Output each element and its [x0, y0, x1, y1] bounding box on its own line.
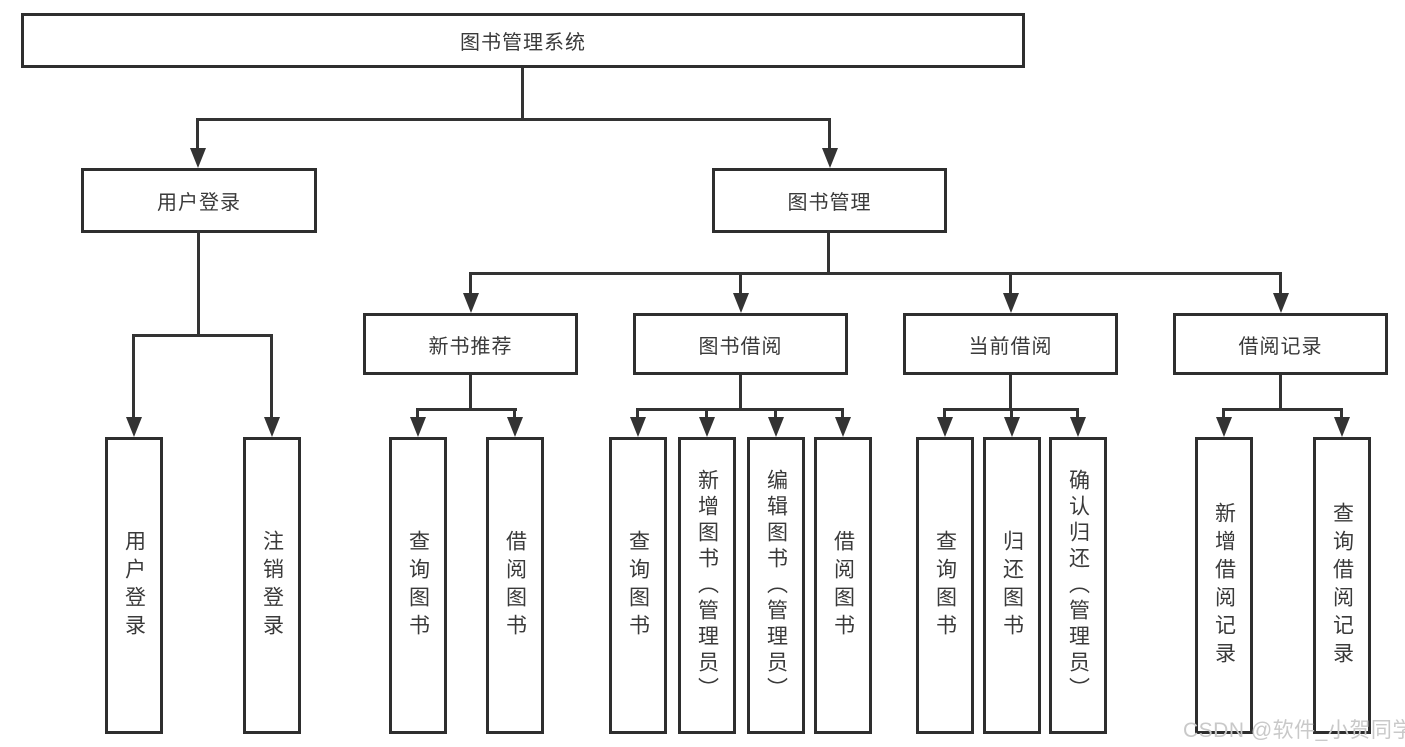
arrowhead-leaf-user-login — [126, 417, 142, 437]
node-root-label: 图书管理系统 — [460, 32, 586, 54]
connector-login-rail — [132, 334, 273, 337]
node-borrow-records: 借阅记录 — [1173, 313, 1388, 375]
arrowhead-rb2 — [1334, 417, 1350, 437]
leaf-query-borrow-record-label: 查询借阅记录 — [1330, 501, 1354, 670]
leaf-query-books-borrow: 查询图书 — [609, 437, 667, 734]
connector-newbook-rail — [416, 408, 517, 411]
node-root-system: 图书管理系统 — [21, 13, 1025, 68]
node-book-management: 图书管理 — [712, 168, 947, 233]
leaf-add-books-admin-label: 新增图书（管理员） — [695, 468, 719, 703]
arrowhead-leaf-logout — [264, 417, 280, 437]
leaf-borrow-books-recommend-label: 借阅图书 — [503, 529, 527, 642]
leaf-edit-books-admin-label: 编辑图书（管理员） — [764, 468, 788, 703]
connector-drop-leaf-logout — [270, 334, 273, 419]
leaf-logout: 注销登录 — [243, 437, 301, 734]
connector-newbook-stem — [469, 375, 472, 408]
leaf-confirm-return-admin-label: 确认归还（管理员） — [1066, 468, 1090, 703]
leaf-borrow-books: 借阅图书 — [814, 437, 872, 734]
arrowhead-cb2 — [1004, 417, 1020, 437]
connector-borrow-stem — [739, 375, 742, 408]
leaf-return-books-label: 归还图书 — [1000, 529, 1024, 642]
connector-drop-nb2 — [513, 408, 516, 419]
leaf-logout-label: 注销登录 — [260, 529, 284, 642]
leaf-query-books-recommend: 查询图书 — [389, 437, 447, 734]
arrowhead-borrow-records — [1273, 293, 1289, 313]
node-new-book-recommend: 新书推荐 — [363, 313, 578, 375]
node-book-borrow-label: 图书借阅 — [698, 335, 783, 358]
node-current-borrow: 当前借阅 — [903, 313, 1118, 375]
leaf-add-borrow-record-label: 新增借阅记录 — [1212, 501, 1236, 670]
arrowhead-nb2 — [507, 417, 523, 437]
leaf-confirm-return-admin: 确认归还（管理员） — [1049, 437, 1107, 734]
arrowhead-current-borrow — [1003, 293, 1019, 313]
node-user-login-label: 用户登录 — [157, 192, 241, 214]
connector-drop-current-borrow — [1009, 272, 1012, 295]
connector-drop-cb1 — [943, 408, 946, 419]
leaf-query-books-borrow-label: 查询图书 — [626, 529, 650, 642]
leaf-user-login: 用户登录 — [105, 437, 163, 734]
arrowhead-cb3 — [1070, 417, 1086, 437]
leaf-borrow-books-recommend: 借阅图书 — [486, 437, 544, 734]
leaf-query-books-recommend-label: 查询图书 — [406, 529, 430, 642]
connector-drop-cb2 — [1010, 408, 1013, 419]
connector-drop-leaf-user-login — [132, 334, 135, 419]
leaf-user-login-label: 用户登录 — [122, 529, 146, 642]
connector-login-stem — [197, 230, 200, 334]
leaf-query-books-current-label: 查询图书 — [933, 529, 957, 642]
node-user-login: 用户登录 — [81, 168, 317, 233]
node-current-borrow-label: 当前借阅 — [968, 335, 1053, 358]
arrowhead-bb2 — [699, 417, 715, 437]
connector-drop-cb3 — [1076, 408, 1079, 419]
leaf-query-borrow-record: 查询借阅记录 — [1313, 437, 1371, 734]
connector-root-rail — [197, 118, 831, 121]
node-borrow-records-label: 借阅记录 — [1238, 335, 1323, 358]
connector-drop-book-management — [828, 118, 831, 150]
leaf-add-books-admin: 新增图书（管理员） — [678, 437, 736, 734]
connector-drop-bb1 — [636, 408, 639, 419]
connector-records-stem — [1279, 375, 1282, 408]
arrowhead-cb1 — [937, 417, 953, 437]
connector-drop-rb1 — [1222, 408, 1225, 419]
arrowhead-book-borrow — [733, 293, 749, 313]
arrowhead-book-management — [822, 148, 838, 168]
connector-root-stem — [521, 68, 524, 118]
connector-drop-borrow-records — [1279, 272, 1282, 295]
connector-drop-user-login — [196, 118, 199, 150]
arrowhead-rb1 — [1216, 417, 1232, 437]
connector-drop-bb3 — [774, 408, 777, 419]
arrowhead-new-book — [463, 293, 479, 313]
leaf-borrow-books-label: 借阅图书 — [831, 529, 855, 642]
connector-drop-new-book — [469, 272, 472, 295]
connector-drop-bb2 — [705, 408, 708, 419]
connector-management-rail — [469, 272, 1282, 275]
connector-drop-bb4 — [841, 408, 844, 419]
arrowhead-nb1 — [410, 417, 426, 437]
leaf-edit-books-admin: 编辑图书（管理员） — [747, 437, 805, 734]
connector-drop-nb1 — [416, 408, 419, 419]
leaf-query-books-current: 查询图书 — [916, 437, 974, 734]
node-new-book-recommend-label: 新书推荐 — [428, 335, 513, 358]
csdn-watermark: CSDN @软件_小贺同学 — [1183, 719, 1405, 742]
connector-drop-rb2 — [1340, 408, 1343, 419]
leaf-return-books: 归还图书 — [983, 437, 1041, 734]
connector-borrow-rail — [636, 408, 844, 411]
node-book-management-label: 图书管理 — [787, 192, 872, 214]
connector-management-stem — [827, 230, 830, 272]
arrowhead-bb1 — [630, 417, 646, 437]
node-book-borrow: 图书借阅 — [633, 313, 848, 375]
connector-records-rail — [1222, 408, 1343, 411]
leaf-add-borrow-record: 新增借阅记录 — [1195, 437, 1253, 734]
arrowhead-bb4 — [835, 417, 851, 437]
connector-current-stem — [1009, 375, 1012, 408]
connector-drop-book-borrow — [739, 272, 742, 295]
arrowhead-bb3 — [768, 417, 784, 437]
arrowhead-user-login — [190, 148, 206, 168]
